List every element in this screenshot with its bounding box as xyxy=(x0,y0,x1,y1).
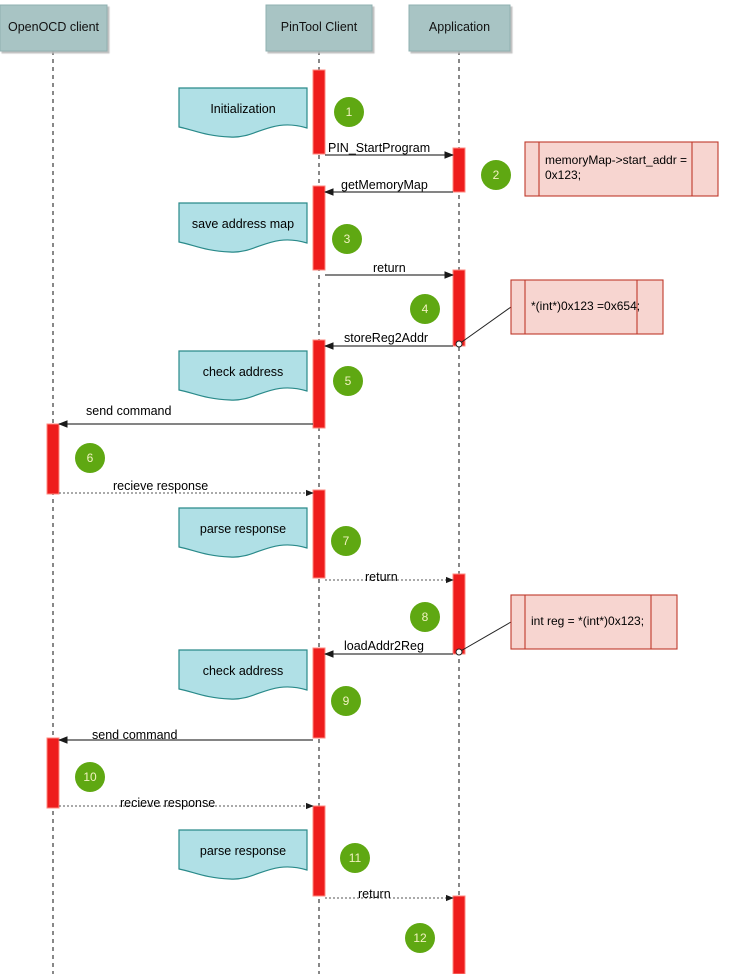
lifeline-header-label-openocd: OpenOCD client xyxy=(7,20,99,34)
step-number-5: 5 xyxy=(344,374,352,388)
step-marker-7[interactable] xyxy=(331,526,361,556)
step-marker-11[interactable] xyxy=(340,843,370,873)
activation-bar-pintool-9[interactable] xyxy=(312,647,326,739)
message-label-11: return xyxy=(358,887,391,901)
documents-layer xyxy=(178,87,308,880)
message-label-7: return xyxy=(365,570,398,584)
step-marker-3[interactable] xyxy=(332,224,362,254)
activation-bar-openocd-6[interactable] xyxy=(46,423,60,495)
note-load-line-1: int reg = *(int*)0x123; xyxy=(531,613,645,628)
document-note-label-1: Initialization xyxy=(210,102,276,116)
step-marker-8[interactable] xyxy=(410,602,440,632)
note-anchor-note-store xyxy=(455,340,463,348)
activation-bar-application-8[interactable] xyxy=(452,573,466,655)
note-memorymap[interactable] xyxy=(524,141,719,197)
step-number-7: 7 xyxy=(342,534,350,548)
message-label-1: PIN_StartProgram xyxy=(328,141,431,155)
activation-bar-application-4[interactable] xyxy=(452,269,466,347)
step-marker-4[interactable] xyxy=(410,294,440,324)
messages-layer xyxy=(58,151,454,902)
activations-layer xyxy=(46,69,466,974)
message-label-6: recieve response xyxy=(113,479,209,493)
note-connector-note-load xyxy=(458,621,512,653)
message-label-5: send command xyxy=(86,404,172,418)
step-number-1: 1 xyxy=(345,105,353,119)
document-note-3[interactable] xyxy=(178,350,308,401)
document-note-4[interactable] xyxy=(178,507,308,558)
step-marker-9[interactable] xyxy=(331,686,361,716)
activation-bar-pintool-5[interactable] xyxy=(312,339,326,429)
steps-layer xyxy=(75,97,511,953)
note-store[interactable] xyxy=(510,279,664,335)
note-memorymap-line-2: 0x123; xyxy=(545,168,582,182)
lifeline-header-openocd[interactable] xyxy=(0,4,108,52)
lifeline-header-label-application: Application xyxy=(428,20,491,34)
document-note-2[interactable] xyxy=(178,202,308,253)
message-label-3: return xyxy=(373,261,406,275)
step-marker-2[interactable] xyxy=(481,160,511,190)
document-note-1[interactable] xyxy=(178,87,308,138)
document-note-label-5: check address xyxy=(202,664,284,678)
activation-bar-application-2[interactable] xyxy=(452,147,466,193)
step-marker-6[interactable] xyxy=(75,443,105,473)
note-memorymap-line-1: memoryMap->start_addr = xyxy=(545,153,688,167)
step-marker-5[interactable] xyxy=(333,366,363,396)
document-note-label-2: save address map xyxy=(191,217,295,231)
note-anchor-note-load xyxy=(455,648,463,656)
note-store-line-1: *(int*)0x123 =0x654; xyxy=(531,298,641,313)
step-number-2: 2 xyxy=(492,168,500,182)
document-note-6[interactable] xyxy=(178,829,308,880)
step-number-4: 4 xyxy=(421,302,429,316)
message-label-2: getMemoryMap xyxy=(341,178,428,192)
step-number-10: 10 xyxy=(83,770,97,784)
activation-bar-pintool-11[interactable] xyxy=(312,805,326,897)
note-connector-note-store xyxy=(458,306,512,345)
document-note-label-6: parse response xyxy=(199,844,287,858)
step-marker-10[interactable] xyxy=(75,762,105,792)
message-label-10: recieve response xyxy=(120,796,216,810)
step-number-12: 12 xyxy=(413,931,427,945)
message-label-9: send command xyxy=(92,728,178,742)
step-number-6: 6 xyxy=(86,451,94,465)
activation-bar-pintool-3[interactable] xyxy=(312,185,326,271)
step-number-8: 8 xyxy=(421,610,429,624)
step-number-3: 3 xyxy=(343,232,351,246)
lifelines-layer xyxy=(0,4,511,974)
step-marker-12[interactable] xyxy=(405,923,435,953)
document-note-label-4: parse response xyxy=(199,522,287,536)
step-number-9: 9 xyxy=(342,694,350,708)
document-note-5[interactable] xyxy=(178,649,308,700)
step-marker-1[interactable] xyxy=(334,97,364,127)
activation-bar-pintool-7[interactable] xyxy=(312,489,326,579)
notes-layer xyxy=(455,141,719,656)
activation-bar-application-12[interactable] xyxy=(452,895,466,974)
lifeline-header-label-pintool: PinTool Client xyxy=(280,20,358,34)
message-label-4: storeReg2Addr xyxy=(344,331,429,345)
message-label-8: loadAddr2Reg xyxy=(344,639,424,653)
activation-bar-pintool-1[interactable] xyxy=(312,69,326,155)
document-note-label-3: check address xyxy=(202,365,284,379)
lifeline-header-application[interactable] xyxy=(408,4,511,52)
step-number-11: 11 xyxy=(348,851,362,865)
note-load[interactable] xyxy=(510,594,678,650)
activation-bar-openocd-10[interactable] xyxy=(46,737,60,809)
lifeline-header-pintool[interactable] xyxy=(265,4,373,52)
